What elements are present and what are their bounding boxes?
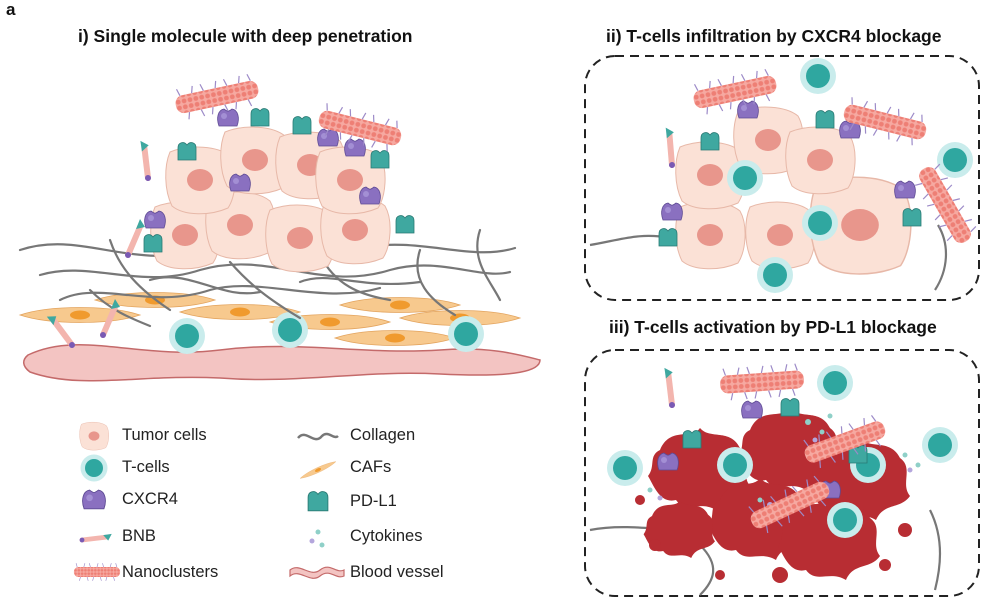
- bnb-icon: [79, 524, 114, 553]
- legend-label-nanoclusters: Nanoclusters: [122, 563, 219, 581]
- panel-i-illustration: [18, 72, 541, 382]
- blood-vessel: [23, 344, 541, 382]
- legend-label-t-cells: T-cells: [122, 458, 170, 476]
- legend-label-pd-l1: PD-L1: [350, 492, 397, 510]
- panel-ii-title: ii) T-cells infiltration by CXCR4 blocka…: [606, 26, 942, 46]
- cafs-icon: [298, 459, 338, 481]
- panel-ii-box: [584, 55, 980, 301]
- panel-iii-title: iii) T-cells activation by PD-L1 blockag…: [609, 317, 937, 337]
- panel-letter: a: [6, 0, 16, 19]
- blood-vessel-icon: [289, 566, 345, 579]
- panel-iii-illustration: [589, 363, 958, 596]
- t-cells-icon: [80, 454, 108, 482]
- tumor-cells-icon: [79, 421, 109, 451]
- nanoclusters-icon: [73, 562, 121, 582]
- legend-label-cafs: CAFs: [350, 458, 392, 476]
- cxcr4-icon: [82, 489, 106, 510]
- pd-l1-icon: [307, 491, 329, 512]
- legend-label-cxcr4: CXCR4: [122, 490, 178, 508]
- legend-label-collagen: Collagen: [350, 426, 416, 444]
- panel-ii-illustration: [589, 58, 981, 293]
- legend-icons: [73, 421, 345, 582]
- legend-label-blood-vessel: Blood vessel: [350, 563, 444, 581]
- panel-i-title: i) Single molecule with deep penetration: [78, 26, 413, 46]
- legend-label-bnb: BNB: [122, 527, 156, 545]
- collagen-icon: [297, 432, 339, 441]
- cytokines-icon: [309, 529, 325, 548]
- legend-label-tumor-cells: Tumor cells: [122, 426, 207, 444]
- panel-iii-box: [584, 349, 980, 597]
- legend-label-cytokines: Cytokines: [350, 527, 423, 545]
